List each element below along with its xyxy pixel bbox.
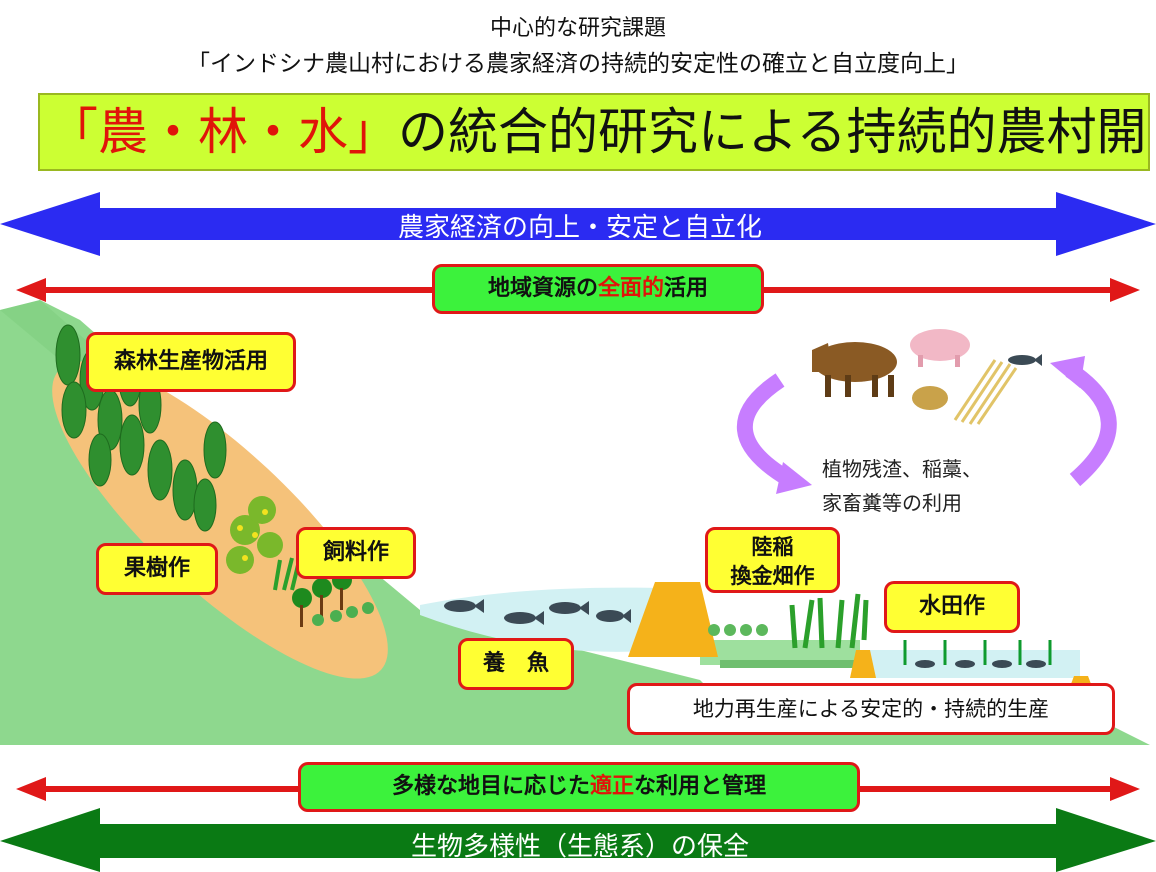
- top-arrow-text: 農家経済の向上・安定と自立化: [397, 213, 762, 243]
- fodder-crop-label: 飼料作: [296, 527, 416, 579]
- paddy-field-label: 水田作: [884, 581, 1020, 633]
- orchard-label: 果樹作: [96, 543, 218, 595]
- title-rest: の統合的研究による持続的農村開発: [398, 103, 1150, 161]
- land-use-label: 多様な地目に応じた適正な利用と管理: [298, 762, 860, 812]
- cycle-arrow-right: [1065, 363, 1117, 487]
- paddy-fish: [915, 660, 1046, 668]
- cycle-fish: [1008, 354, 1042, 366]
- resource-utilization-label: 地域資源の全面的活用: [432, 264, 764, 314]
- cow-icon: [812, 342, 897, 397]
- fodder-plants: [292, 570, 352, 627]
- header-line2: 「インドシナ農山村における農家経済の持続的安定性の確立と自立度向上」: [187, 51, 969, 77]
- pond-fish: [444, 599, 631, 625]
- forest-products-label: 森林生産物活用: [86, 332, 296, 392]
- blue-double-arrow: [0, 192, 1156, 256]
- upland-crop-label: 陸稲換金畑作: [705, 527, 840, 593]
- soil-fertility-label: 地力再生産による安定的・持続的生産: [627, 683, 1115, 735]
- rice-straw: [953, 359, 1018, 425]
- cycle-arrow-left: [736, 373, 795, 487]
- title-banner: 「農・林・水」の統合的研究による持続的農村開発: [38, 93, 1150, 171]
- paddy-rice: [903, 640, 1052, 665]
- bottom-arrow-text: 生物多様性（生態系）の保全: [410, 832, 749, 862]
- dike-large: [628, 582, 718, 657]
- vegetables-left: [312, 602, 374, 626]
- header-line1: 中心的な研究課題: [489, 16, 666, 41]
- upland-crops: [789, 593, 869, 649]
- cycle-text: 植物残渣、稲藁、 家畜糞等の利用: [822, 457, 982, 515]
- upland-vegetables: [708, 624, 768, 636]
- pig-icon: [910, 329, 970, 367]
- title-highlight: 「農・林・水」: [48, 103, 398, 161]
- fish-farming-label: 養 魚: [458, 638, 574, 690]
- orchard-trees: [226, 496, 283, 574]
- green-double-arrow: [0, 808, 1156, 872]
- manure-pile: [912, 386, 948, 410]
- dike-small-left: [850, 650, 876, 678]
